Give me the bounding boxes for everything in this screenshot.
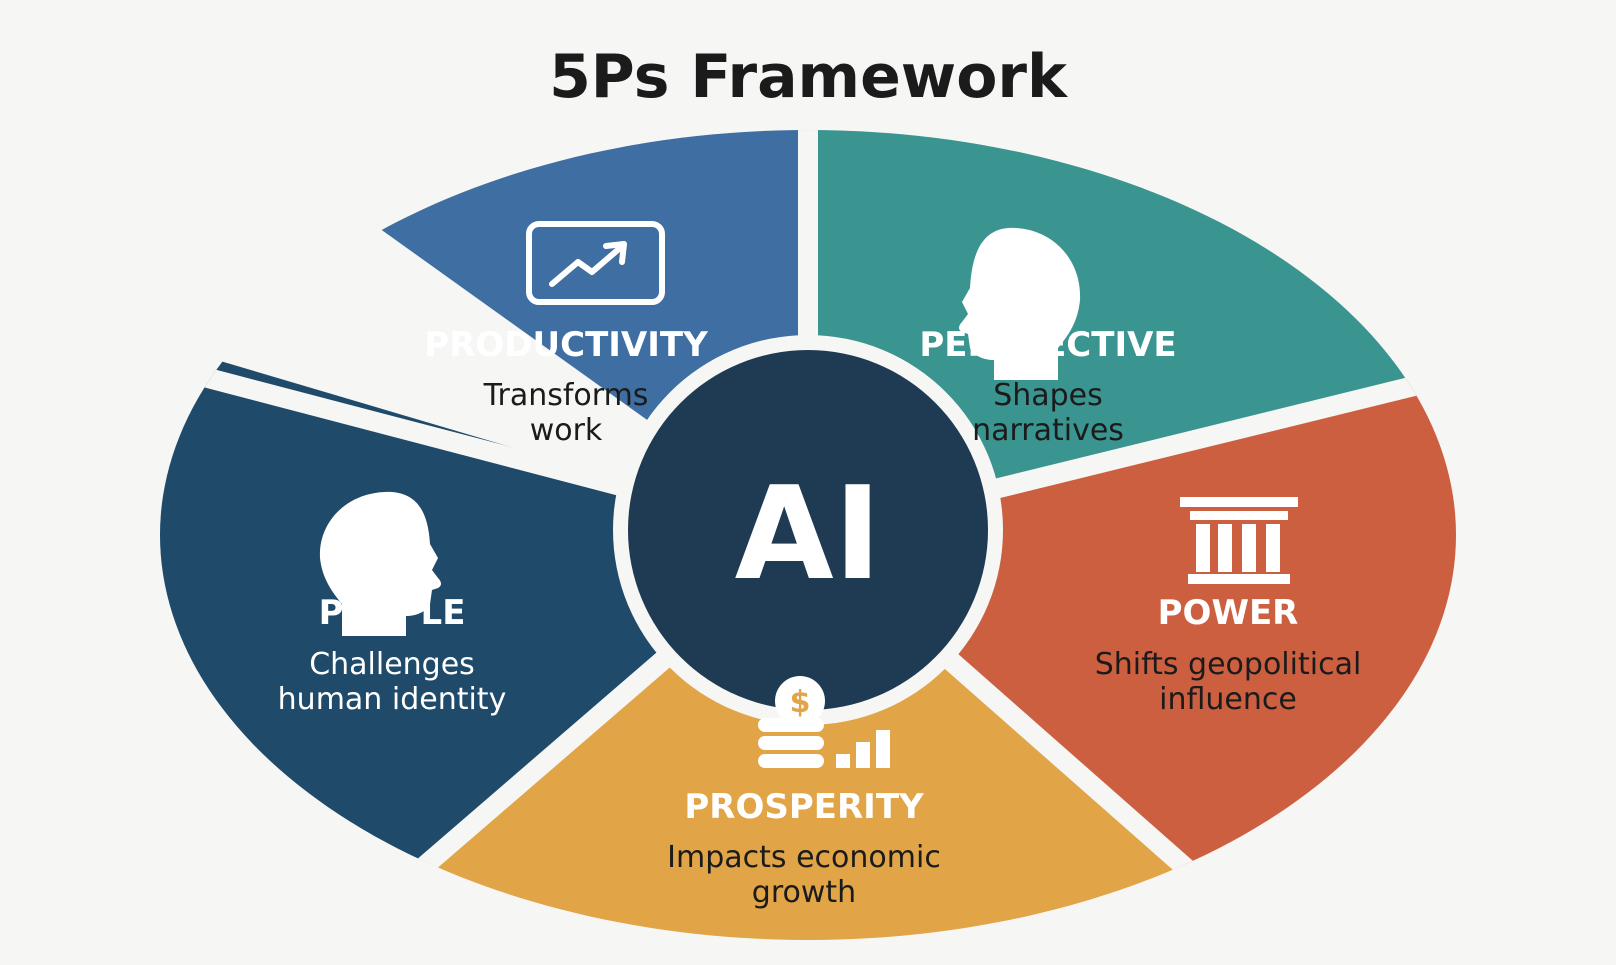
segment-desc-people-line2: human identity <box>278 682 507 717</box>
diagram-title: 5Ps Framework <box>549 42 1069 112</box>
segment-desc-perspective-line2: narratives <box>972 413 1124 448</box>
segment-desc-power-line1: Shifts geopolitical <box>1095 647 1362 682</box>
segment-title-people: PEOPLE <box>319 593 466 633</box>
segment-desc-perspective-line1: Shapes <box>993 378 1103 413</box>
pillar-building-icon <box>1180 497 1298 584</box>
segment-desc-productivity-line2: work <box>530 413 603 448</box>
center-circle <box>628 350 988 710</box>
segment-title-power: POWER <box>1158 593 1299 633</box>
segment-title-productivity: PRODUCTIVITY <box>424 325 708 365</box>
segment-desc-people-line1: Challenges <box>309 647 475 682</box>
center-label: AI <box>735 460 882 609</box>
head-profile-icon <box>319 491 441 636</box>
segment-title-perspective: PERSPECTIVE <box>919 325 1176 365</box>
segment-desc-prosperity-line1: Impacts economic <box>667 840 941 875</box>
segment-desc-productivity-line1: Transforms <box>483 378 649 413</box>
coins-bar-chart-icon <box>758 676 890 768</box>
dollar-sign-icon: $ <box>790 685 811 720</box>
segment-desc-prosperity-line2: growth <box>752 875 856 910</box>
segment-desc-power-line2: influence <box>1159 682 1297 717</box>
head-profile-icon <box>959 227 1081 380</box>
segment-title-prosperity: PROSPERITY <box>684 787 924 827</box>
growth-chart-icon <box>526 221 665 305</box>
